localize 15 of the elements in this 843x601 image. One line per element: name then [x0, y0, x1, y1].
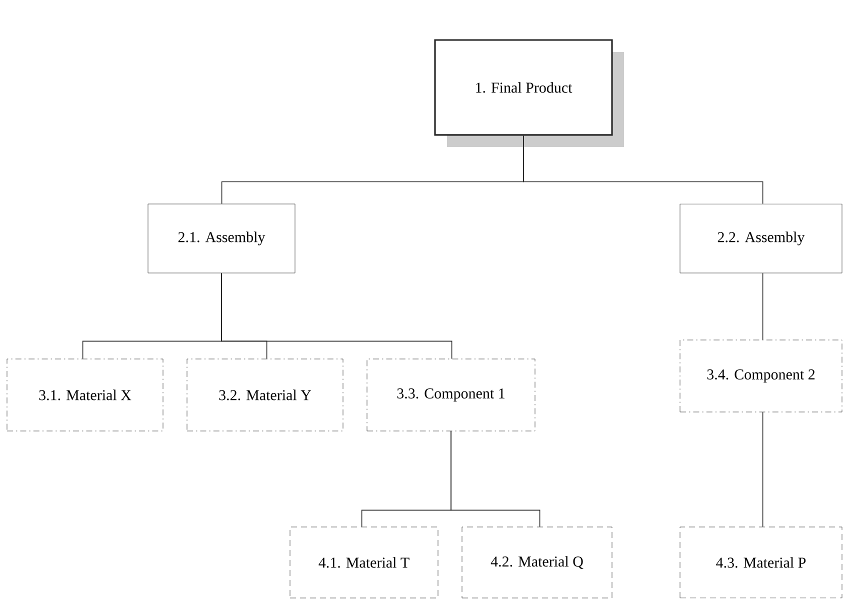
component-box: 3.4. Component 2 [680, 340, 842, 412]
process-box: 2.2. Assembly [680, 204, 842, 274]
material-box: 4.3. Material P [680, 526, 842, 598]
material-box: 4.1. Material T [290, 526, 438, 598]
product-box: 1. Final Product [434, 39, 624, 147]
component-box: 3.2. Material Y [186, 358, 344, 432]
connector-line [221, 272, 452, 360]
connector-line [762, 272, 764, 340]
process-box: 2.1. Assembly [148, 204, 296, 274]
connector-line [523, 135, 764, 204]
connector-line [762, 412, 764, 528]
component-box: 3.1. Material X [6, 358, 164, 432]
connector-line [450, 430, 540, 528]
material-box: 4.2. Material Q [462, 526, 612, 598]
component-box: 3.3. Component 1 [366, 358, 536, 432]
